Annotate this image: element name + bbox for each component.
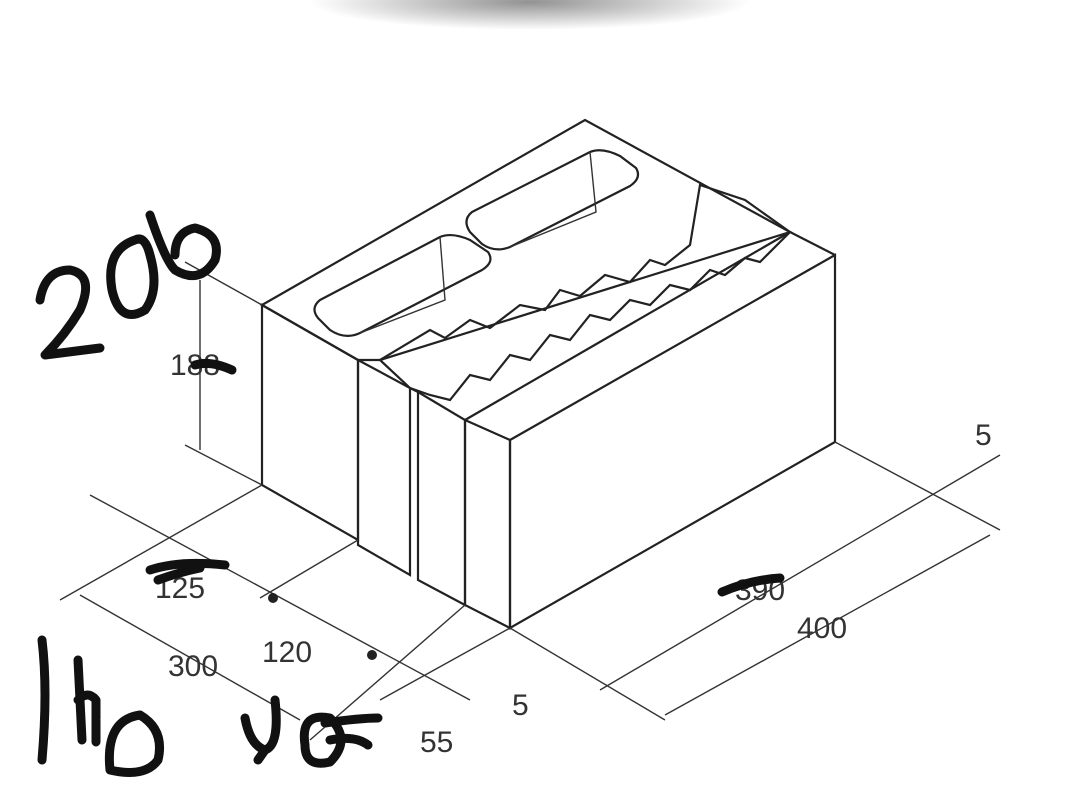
mortar-top — [378, 183, 792, 402]
handwritten-annotations — [35, 210, 785, 777]
handwritten-width-note: 140 — [100, 719, 102, 721]
mortar-vertical — [356, 358, 412, 577]
dim-joint-front: 5 — [512, 689, 529, 722]
hollow-right — [465, 149, 640, 251]
hollow-left — [313, 233, 492, 337]
top-shadow — [310, 0, 750, 30]
concrete-block — [259, 118, 837, 630]
dimension-labels: 188 125 300 120 5 5 390 400 55 — [155, 349, 992, 759]
right-front-face — [463, 418, 512, 630]
dim-left-length: 300 — [168, 650, 218, 683]
dimension-lines — [59, 261, 1001, 741]
left-end-face — [260, 303, 360, 542]
handwritten-height-note: 206 — [160, 264, 162, 266]
dim-length-total: 400 — [797, 612, 847, 645]
handwritten-bottom-note: 40 — [320, 739, 322, 741]
dim-middle: 120 — [262, 636, 312, 669]
dim-bottom-obscured: 55 — [420, 726, 453, 759]
dim-joint-right: 5 — [975, 419, 992, 452]
right-long-face — [508, 253, 837, 630]
